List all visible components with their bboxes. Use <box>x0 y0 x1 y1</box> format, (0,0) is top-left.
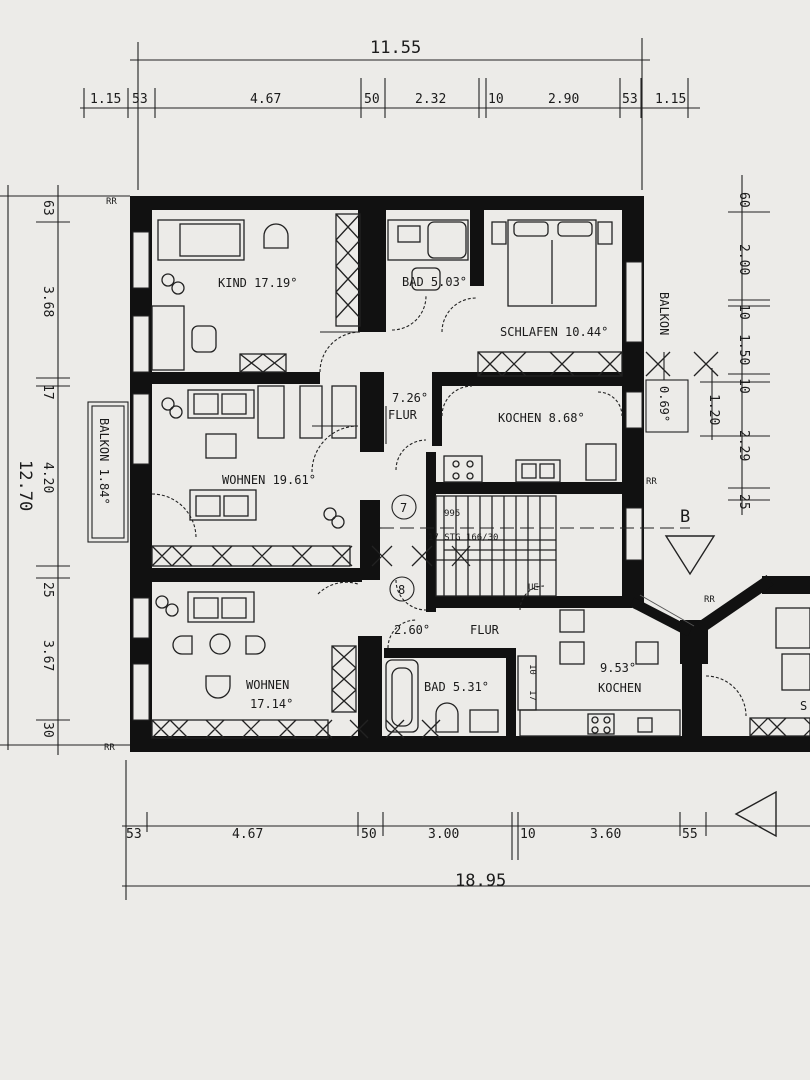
dim-top-seg-7: 2.90 <box>548 92 579 107</box>
dim-bottom-seg-4: 3.00 <box>428 827 459 842</box>
room-wohnen-top: WOHNEN 19.61° <box>222 473 316 487</box>
section-letter: B <box>680 507 690 527</box>
dim-bottom-seg-2: 4.67 <box>232 827 263 842</box>
left-dimensions: 12.70 63 3.68 17 4.20 25 3.67 30 <box>0 185 130 755</box>
dim-top-seg-8: 53 <box>622 92 638 107</box>
dim-right-seg-4: 1.50 <box>736 334 751 365</box>
dim-right-seg-1: 60 <box>736 192 751 208</box>
dim-left-seg-6: 3.67 <box>40 640 55 671</box>
top-dimensions: 11.55 1.15 53 4.67 50 2.32 10 2.90 53 1.… <box>80 38 700 190</box>
room-balkon-right: BALKON <box>657 292 671 335</box>
stair-ue: UE <box>528 583 539 593</box>
room-schlafen: SCHLAFEN 10.44° <box>500 325 608 339</box>
room-flur-bottom: FLUR <box>470 623 500 637</box>
dim-right-seg-3: 10 <box>736 304 751 320</box>
room-wohnen-bottom: WOHNEN <box>246 678 289 692</box>
room-bad-top: BAD 5.03° <box>402 275 467 289</box>
dim-bottom-seg-6: 3.60 <box>590 827 621 842</box>
room-kochen-bottom-area: 9.53° <box>600 661 636 675</box>
staircase <box>435 495 557 597</box>
room-s-cut: S <box>800 699 807 713</box>
dim-bottom-total: 18.95 <box>455 871 506 891</box>
room-wohnen-bottom-area: 17.14° <box>250 697 293 711</box>
flat-8-number: 8 <box>398 583 405 597</box>
dim-top-total: 11.55 <box>370 38 421 58</box>
dim-right-seg-7: 2.29 <box>736 430 751 461</box>
stair-height: 995 <box>444 509 460 519</box>
flur-num-17: 17 <box>527 690 537 701</box>
flat-7-circle <box>391 494 417 520</box>
dim-top-seg-6: 10 <box>488 92 504 107</box>
dim-right-seg-8: 25 <box>736 494 751 510</box>
room-flur-bottom-area: 2.60° <box>394 623 430 637</box>
room-flur-top-area: 7.26° <box>392 391 428 405</box>
balcony-left <box>87 401 129 543</box>
dim-bottom-seg-5: 10 <box>520 827 536 842</box>
dim-left-seg-5: 25 <box>40 582 55 598</box>
dim-top-seg-4: 50 <box>364 92 380 107</box>
room-kochen-top: KOCHEN 8.68° <box>498 411 585 425</box>
bottom-dimensions: 53 4.67 50 3.00 10 3.60 55 18.95 <box>122 760 810 900</box>
stair-steps: 17 STG 166/30 <box>428 533 498 543</box>
dim-top-seg-3: 4.67 <box>250 92 281 107</box>
balcony-right <box>645 352 689 433</box>
dim-left-total: 12.70 <box>15 460 35 511</box>
flur-num-10: 10 <box>527 664 537 675</box>
dim-bottom-seg-3: 50 <box>361 827 377 842</box>
dim-left-seg-3: 17 <box>40 384 55 400</box>
dim-bottom-seg-7: 55 <box>682 827 698 842</box>
bay-window <box>629 575 774 637</box>
dim-bottom-seg-1: 53 <box>126 827 142 842</box>
cabinets <box>151 213 810 739</box>
dim-top-seg-9: 1.15 <box>655 92 686 107</box>
dim-right-seg-2: 2.00 <box>736 244 751 275</box>
room-bad-bottom: BAD 5.31° <box>424 680 489 694</box>
room-kind: KIND 17.19° <box>218 276 297 290</box>
dim-right-seg-5: 10 <box>736 378 751 394</box>
rr-mark-right: RR <box>704 595 715 605</box>
right-dimensions: 60 2.00 10 1.50 10 1.20 2.29 25 <box>700 175 770 515</box>
dim-top-seg-5: 2.32 <box>415 92 446 107</box>
dim-left-seg-2: 3.68 <box>40 286 55 317</box>
dim-right-seg-6: 1.20 <box>706 394 721 425</box>
room-balkon-right-area: 0.69° <box>657 386 671 422</box>
dim-top-seg-1: 1.15 <box>90 92 121 107</box>
section-marker <box>380 527 777 838</box>
room-flur-top: FLUR <box>388 408 418 422</box>
room-kochen-bottom: KOCHEN <box>598 681 641 695</box>
room-balkon-left: BALKON 1.84° <box>97 418 111 505</box>
labels: KIND 17.19° BAD 5.03° SCHLAFEN 10.44° 7.… <box>97 197 807 753</box>
flat-7-number: 7 <box>400 501 407 515</box>
dim-top-seg-2: 53 <box>132 92 148 107</box>
dim-left-seg-4: 4.20 <box>40 462 55 493</box>
rr-mark-bottom: RR <box>104 743 115 753</box>
dim-left-seg-1: 63 <box>40 200 55 216</box>
dim-left-seg-7: 30 <box>40 722 55 738</box>
doors <box>151 295 747 717</box>
flat-8-circle <box>389 576 415 602</box>
furniture <box>151 219 810 735</box>
windows <box>132 231 643 721</box>
rr-mark-top: RR <box>106 197 117 207</box>
rr-mark-mid: RR <box>646 477 657 487</box>
